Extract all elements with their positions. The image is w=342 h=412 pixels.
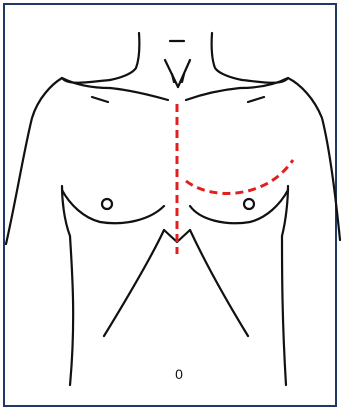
clavicle-right <box>186 78 288 100</box>
neck-left <box>110 33 139 80</box>
clavicle-mark-right <box>248 97 264 102</box>
pectoral-right <box>190 190 288 223</box>
left-inframammary-line <box>186 160 293 193</box>
right-shoulder <box>242 78 340 240</box>
pectoral-left <box>62 190 164 223</box>
neck-right <box>212 33 242 80</box>
navel-label: 0 <box>175 366 183 382</box>
armpit-left <box>62 186 73 385</box>
rib-cage-left <box>104 230 164 336</box>
torso-outline <box>6 33 340 385</box>
nipple-left <box>102 199 112 209</box>
nipple-right <box>244 199 254 209</box>
armpit-right <box>282 186 288 385</box>
clavicle-left <box>62 78 168 100</box>
incision-markings <box>177 104 293 254</box>
rib-cage-right <box>190 230 248 336</box>
clavicle-mark-left <box>92 97 108 102</box>
